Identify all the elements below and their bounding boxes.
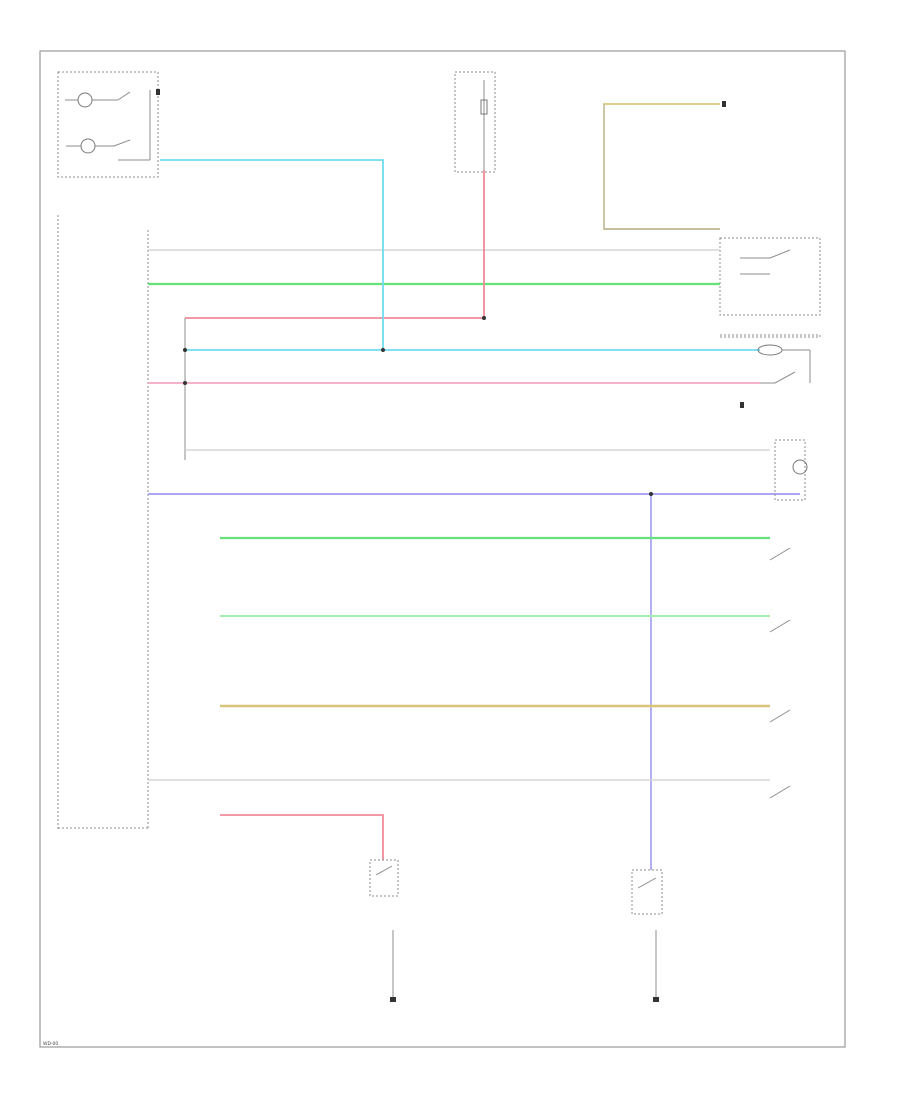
fuse-symbol (480, 99, 488, 115)
ground-symbol (390, 997, 396, 1002)
front-door-switch-component (57, 71, 160, 178)
wire-ltblu-top (160, 159, 384, 350)
component-outline (57, 71, 159, 178)
bottom-center-switch (369, 859, 399, 1002)
diagram-frame (39, 50, 846, 1048)
lamp-right-2 (792, 459, 808, 475)
page-code: WD-00 (43, 1041, 58, 1047)
top-right-relay-component (603, 101, 821, 316)
fuse-outline (454, 71, 496, 173)
junction-dots (183, 316, 653, 496)
lamp-symbol-upper (77, 92, 93, 108)
lamp-outline (774, 439, 806, 501)
door-switch-3 (769, 709, 791, 723)
lamp-symbol-lower (80, 138, 96, 154)
right-side-components (719, 334, 821, 799)
door-switch-2 (769, 619, 791, 633)
divider (719, 334, 821, 338)
switch-outline (369, 859, 399, 897)
wires (148, 159, 800, 870)
wire-red-bottom (220, 814, 384, 860)
bottom-right-switch (631, 869, 663, 1002)
switch-outline (631, 869, 663, 915)
door-switch-1 (769, 547, 791, 561)
wire-red-fuse (185, 170, 485, 319)
tan-wire (603, 103, 720, 230)
connector-pin (156, 89, 160, 95)
lamp-right-1 (757, 344, 783, 356)
left-control-module (57, 215, 149, 830)
relay-outline (719, 237, 821, 316)
fuse-component (454, 71, 496, 173)
door-switch-4 (769, 785, 791, 799)
ground-symbol (653, 997, 659, 1002)
